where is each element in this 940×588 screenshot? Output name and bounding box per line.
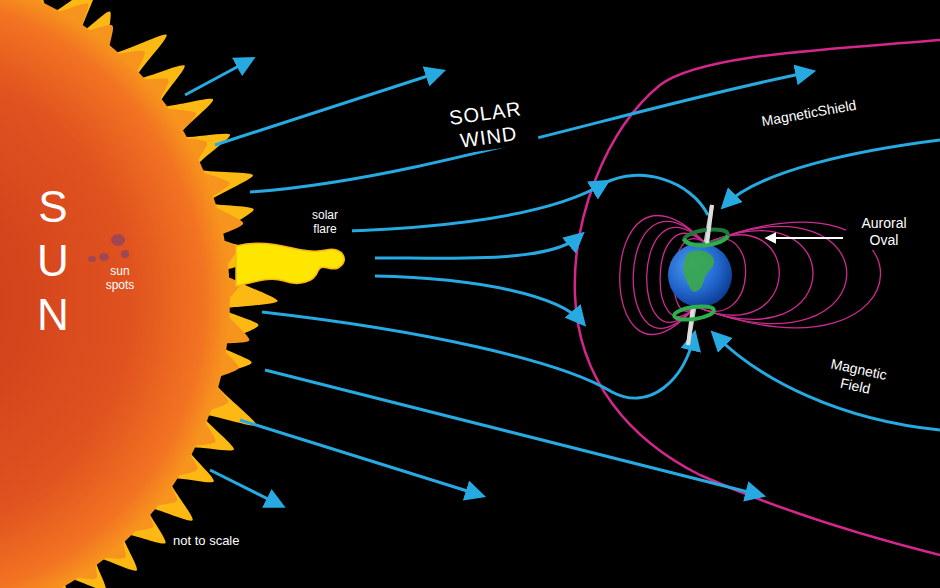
sun-spot <box>88 256 96 262</box>
solar-wind-arrow <box>240 420 480 495</box>
earth-axis-top <box>707 205 712 244</box>
magnetic-field-label: Magnetic Field <box>815 352 899 403</box>
solar-wind-arrow <box>185 60 250 95</box>
shield-label: MagneticShield <box>757 95 860 130</box>
auroral-oval-label: Auroral Oval <box>846 214 922 250</box>
earth <box>668 243 732 307</box>
sun-spots-label: sun spots <box>95 264 145 292</box>
sun-spot <box>99 253 109 261</box>
leader-arrow <box>768 237 843 239</box>
sun-spot <box>121 250 129 258</box>
solar-wind-arrow <box>715 335 940 430</box>
solar-wind-arrow <box>210 470 280 505</box>
sun-spot <box>111 234 125 246</box>
earth-axis-bottom <box>688 306 693 345</box>
aurora-ring-south <box>673 304 714 321</box>
solar-flare-label: solar flare <box>298 207 352 237</box>
aurora-ring-front <box>684 236 728 246</box>
magnetic-shield-line <box>575 40 940 555</box>
solar-wind-arrow <box>250 72 810 192</box>
sun-node: S U N sun spots <box>35 180 151 348</box>
solar-wind-arrow <box>605 175 708 215</box>
solar-wind-arrow <box>725 140 940 205</box>
solar-wind-label: SOLAR WIND <box>435 93 539 156</box>
solar-wind-arrow <box>375 236 580 258</box>
solar-wind-arrow <box>265 370 760 495</box>
solar-flare-shape <box>236 243 344 286</box>
solar-wind-arrow <box>215 72 440 145</box>
note-label: not to scale <box>170 532 243 550</box>
solar-wind-arrow <box>375 276 582 322</box>
earth-land <box>683 250 714 291</box>
sun-title: S U N <box>35 180 71 342</box>
